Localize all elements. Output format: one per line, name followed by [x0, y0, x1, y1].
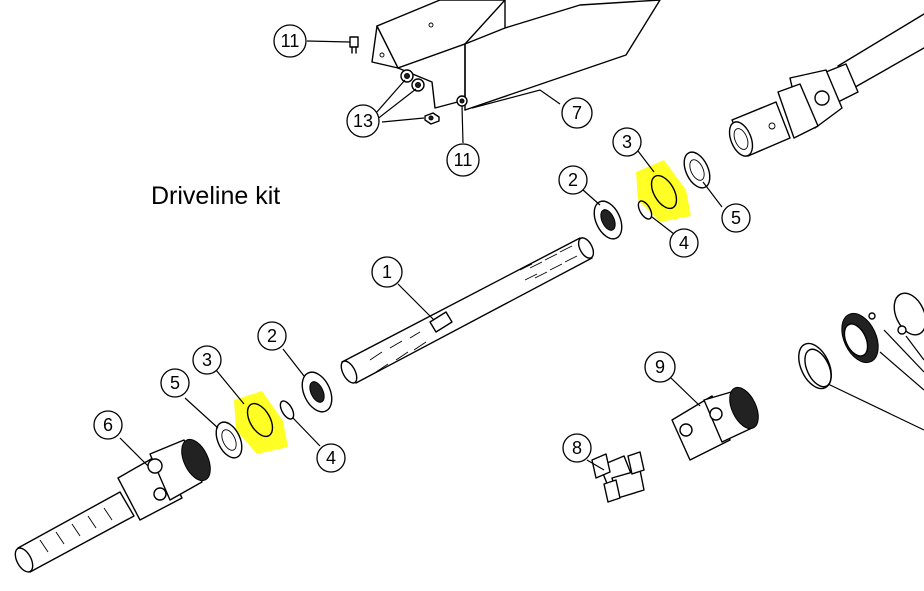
bearing-part-2-lower	[301, 371, 333, 413]
callout-5-lower-label: 5	[170, 373, 180, 393]
bearing-part-2-upper	[593, 200, 623, 240]
bearing-part-5-upper	[683, 151, 711, 189]
callout-7-label: 7	[572, 103, 582, 123]
callout-11-bottom-label: 11	[454, 150, 473, 170]
cross-part-8	[591, 451, 645, 503]
callout-3-lower-label: 3	[202, 350, 212, 370]
callout-2-upper-label: 2	[568, 170, 578, 190]
snap-ring-part-3-upper	[650, 174, 678, 210]
callout-5-upper-label: 5	[731, 208, 741, 228]
snap-ring-part-4-lower	[279, 400, 295, 420]
callout-2-lower-label: 2	[267, 326, 277, 346]
right-side-parts	[798, 292, 924, 431]
main-shaft-part-1	[340, 237, 595, 384]
callout-6: 6	[93, 410, 123, 440]
callout-4-upper: 4	[669, 228, 699, 258]
leader-lines	[119, 40, 723, 471]
callout-1: 1	[371, 256, 403, 288]
snap-ring-part-3-lower	[246, 402, 274, 438]
callout-2-upper: 2	[558, 165, 588, 195]
lower-yoke-part-6	[14, 438, 211, 573]
callout-3-lower: 3	[192, 345, 222, 375]
callout-9: 9	[644, 351, 676, 383]
callout-11-top-label: 11	[281, 31, 300, 51]
callout-5-upper: 5	[721, 203, 751, 233]
nut-part-13	[424, 112, 440, 125]
diagram-title: Driveline kit	[151, 182, 281, 210]
yoke-part-9	[671, 386, 759, 461]
callout-7: 7	[561, 97, 593, 129]
bearing-part-5-lower	[215, 421, 243, 459]
highlight-lower-ring	[234, 391, 288, 454]
callout-5-lower: 5	[160, 368, 190, 398]
callout-1-label: 1	[382, 262, 392, 282]
callout-13: 13	[346, 104, 380, 138]
callout-4-upper-label: 4	[679, 233, 689, 253]
callout-11-top: 11	[273, 24, 307, 58]
callout-11-bottom: 11	[446, 143, 480, 177]
callout-8: 8	[562, 433, 592, 463]
callout-4-lower: 4	[316, 443, 346, 473]
callout-6-label: 6	[103, 415, 113, 435]
screw-part-11-top	[349, 36, 359, 54]
callout-3-upper: 3	[612, 127, 642, 157]
frame-bracket	[371, 0, 661, 111]
callout-8-label: 8	[572, 438, 582, 458]
callout-4-lower-label: 4	[326, 448, 336, 468]
upper-shaft-and-yoke	[728, 13, 924, 157]
callout-13-label: 13	[353, 111, 373, 131]
callout-9-label: 9	[655, 357, 665, 377]
snap-ring-part-4-upper	[637, 200, 653, 220]
callout-2-lower: 2	[257, 321, 287, 351]
highlight-upper-ring	[636, 160, 691, 222]
callout-3-upper-label: 3	[622, 132, 632, 152]
